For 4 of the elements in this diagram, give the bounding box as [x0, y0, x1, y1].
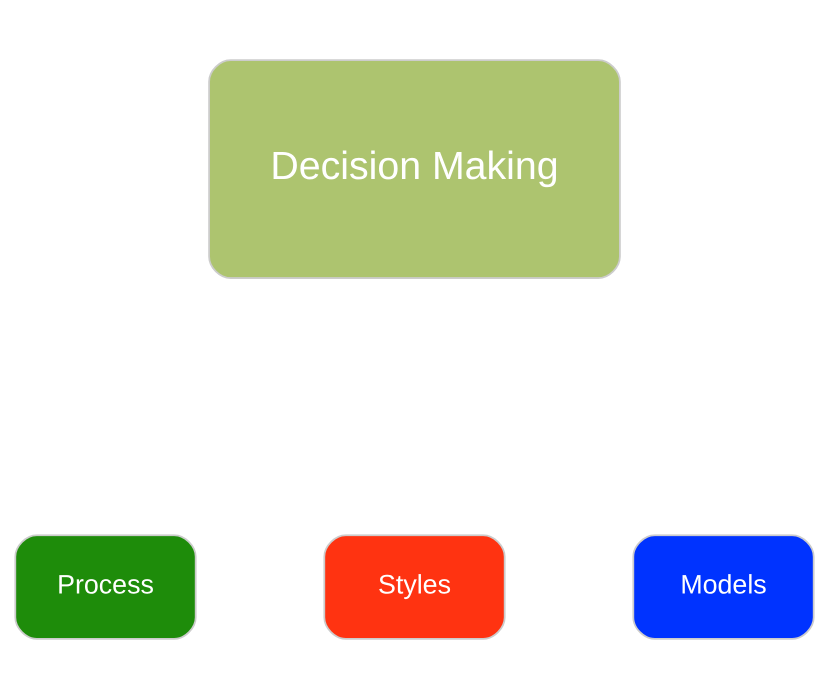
node-box: Process — [14, 534, 197, 640]
node-box: Decision Making — [208, 59, 621, 279]
node-box: Styles — [323, 534, 506, 640]
node-box: Models — [632, 534, 815, 640]
